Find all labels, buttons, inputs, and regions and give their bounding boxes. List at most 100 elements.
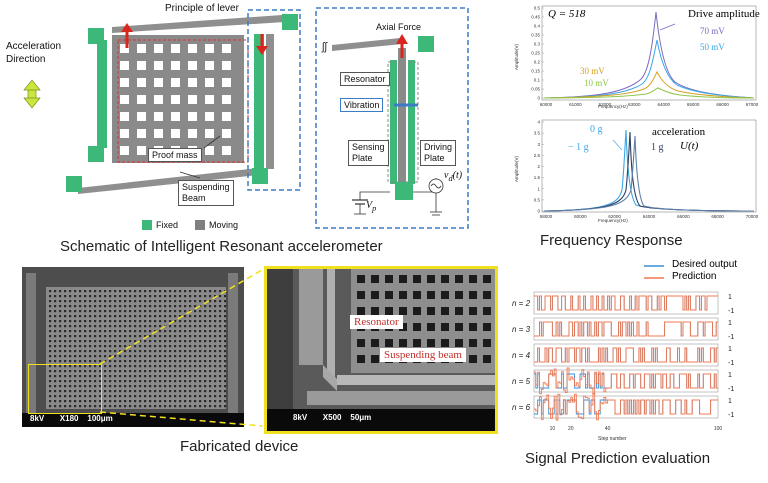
schematic-diagram: ʃʃ bbox=[23, 7, 469, 230]
curve-50mv bbox=[543, 39, 755, 99]
y-tick-label: 4 bbox=[537, 120, 540, 125]
y-tick-label: 0.25 bbox=[531, 51, 540, 56]
proof-mass-hole bbox=[137, 146, 146, 155]
y-tick-label: 0.1 bbox=[534, 78, 541, 83]
freq-bottom-yticks: 43.532.521.510.50 bbox=[534, 120, 544, 214]
acceleration-direction-label: Acceleration Direction bbox=[6, 41, 62, 65]
prediction-row-label: n = 5 bbox=[512, 377, 531, 386]
proof-mass-hole bbox=[205, 44, 214, 53]
drive-amplitude-legend-title: Drive amplitude bbox=[688, 8, 760, 20]
proof-mass-hole bbox=[188, 129, 197, 138]
freq-bottom-plot-area bbox=[541, 119, 757, 213]
proof-mass-hole bbox=[120, 112, 129, 121]
label-ut: U(t) bbox=[680, 140, 699, 152]
suspending-beam-label: Suspending Beam bbox=[178, 180, 234, 206]
resonator-label: Resonator bbox=[340, 72, 390, 86]
driving-plate bbox=[408, 60, 415, 184]
principle-of-lever-label: Principle of lever bbox=[165, 3, 239, 14]
proof-mass-hole bbox=[205, 112, 214, 121]
svg-text:ʃʃ: ʃʃ bbox=[321, 41, 328, 53]
proof-mass-hole bbox=[188, 95, 197, 104]
sem-image-overview: 8kV X180 100μm bbox=[22, 267, 244, 427]
proof-mass-holes bbox=[120, 44, 231, 155]
acceleration-arrow-icon bbox=[23, 79, 41, 109]
proof-mass-hole bbox=[222, 146, 231, 155]
legend-50mv: 50 mV bbox=[700, 42, 725, 52]
proof-mass-hole bbox=[154, 112, 163, 121]
prediction-row-label: n = 3 bbox=[512, 325, 531, 334]
curve-30mv bbox=[543, 70, 755, 99]
prediction-x-tick: 40 bbox=[605, 426, 611, 432]
proof-mass-hole bbox=[222, 61, 231, 70]
lever-beam bbox=[332, 38, 402, 51]
prediction-high-tick: 1 bbox=[728, 398, 732, 405]
y-tick-label: 1 bbox=[537, 186, 540, 191]
x-tick-label: 63000 bbox=[628, 102, 641, 107]
vd-label: vd(t) bbox=[444, 170, 463, 183]
legend-30mv: 30 mV bbox=[580, 66, 605, 76]
y-tick-label: 0 bbox=[537, 96, 540, 101]
y-tick-label: 2 bbox=[537, 164, 540, 169]
prediction-low-tick: -1 bbox=[728, 412, 734, 419]
legend-fixed-label: Fixed bbox=[156, 220, 179, 230]
prediction-row-label: n = 2 bbox=[512, 299, 531, 308]
prediction-series bbox=[534, 367, 718, 395]
x-tick-label: 60000 bbox=[540, 102, 553, 107]
axial-force-label: Axial Force bbox=[376, 22, 422, 32]
x-tick-label: 70000 bbox=[746, 214, 759, 219]
lever-beam-bottom bbox=[78, 168, 258, 194]
proof-mass-hole bbox=[137, 112, 146, 121]
y-tick-label: 3.5 bbox=[534, 131, 541, 136]
prediction-x-tick: 100 bbox=[714, 426, 723, 432]
fixed-electrode bbox=[97, 40, 107, 148]
fixed-anchor bbox=[252, 168, 268, 184]
legend-10mv: 10 mV bbox=[584, 78, 609, 88]
proof-mass-hole bbox=[154, 61, 163, 70]
y-tick-label: 0.3 bbox=[534, 42, 541, 47]
proof-mass-hole bbox=[188, 61, 197, 70]
prediction-low-tick: -1 bbox=[728, 386, 734, 393]
legend-desired-label: Desired output bbox=[672, 259, 738, 270]
prediction-x-tick: 10 bbox=[550, 426, 556, 432]
proof-mass-hole bbox=[171, 44, 180, 53]
axial-force-arrow bbox=[396, 34, 408, 44]
y-tick-label: 0.45 bbox=[531, 15, 540, 20]
zoom-box bbox=[247, 9, 301, 191]
zoom-region-box bbox=[28, 364, 102, 414]
freq-top-xlabel: Frequency(Hz) bbox=[598, 104, 628, 109]
label-acceleration: acceleration bbox=[652, 126, 706, 138]
x-tick-label: 66000 bbox=[716, 102, 729, 107]
proof-mass-hole bbox=[120, 61, 129, 70]
y-tick-label: 3 bbox=[537, 142, 540, 147]
proof-mass-hole bbox=[222, 78, 231, 87]
prediction-low-tick: -1 bbox=[728, 334, 734, 341]
resonator-sem-label: Resonator bbox=[350, 315, 403, 329]
proof-mass-hole bbox=[171, 95, 180, 104]
y-tick-label: 0 bbox=[537, 209, 540, 214]
label-minus1g: − 1 g bbox=[568, 142, 589, 153]
fabricated-device-caption: Fabricated device bbox=[180, 438, 299, 455]
freq-top-ylabel: Amplitude(V) bbox=[514, 43, 519, 70]
prediction-row-label: n = 6 bbox=[512, 403, 531, 412]
prediction-series bbox=[534, 295, 718, 311]
prediction-series bbox=[534, 347, 718, 363]
sem-image-zoom: 8kV X500 50μm bbox=[264, 266, 498, 434]
y-tick-label: 0.5 bbox=[534, 197, 541, 202]
frequency-response-caption: Frequency Response bbox=[540, 232, 683, 249]
proof-mass-hole bbox=[137, 129, 146, 138]
zoom-connector-lines bbox=[99, 269, 263, 427]
prediction-x-tick: 20 bbox=[568, 426, 574, 432]
proof-mass-hole bbox=[137, 78, 146, 87]
y-tick-label: 0.35 bbox=[531, 33, 540, 38]
vibration-label: Vibration bbox=[340, 98, 384, 112]
vp-label: Vp bbox=[366, 200, 377, 213]
label-0g: 0 g bbox=[590, 124, 603, 135]
prediction-high-tick: 1 bbox=[728, 320, 732, 327]
freq-bottom-ylabel: Amplitude(V) bbox=[514, 155, 519, 182]
proof-mass-hole bbox=[222, 112, 231, 121]
prediction-legend-lines bbox=[644, 265, 664, 279]
prediction-row-label: n = 4 bbox=[512, 351, 531, 360]
signal-prediction-chart: n = 21-1n = 31-1n = 41-1n = 51-1n = 61-1… bbox=[512, 291, 734, 432]
resonator-beam bbox=[398, 48, 406, 184]
